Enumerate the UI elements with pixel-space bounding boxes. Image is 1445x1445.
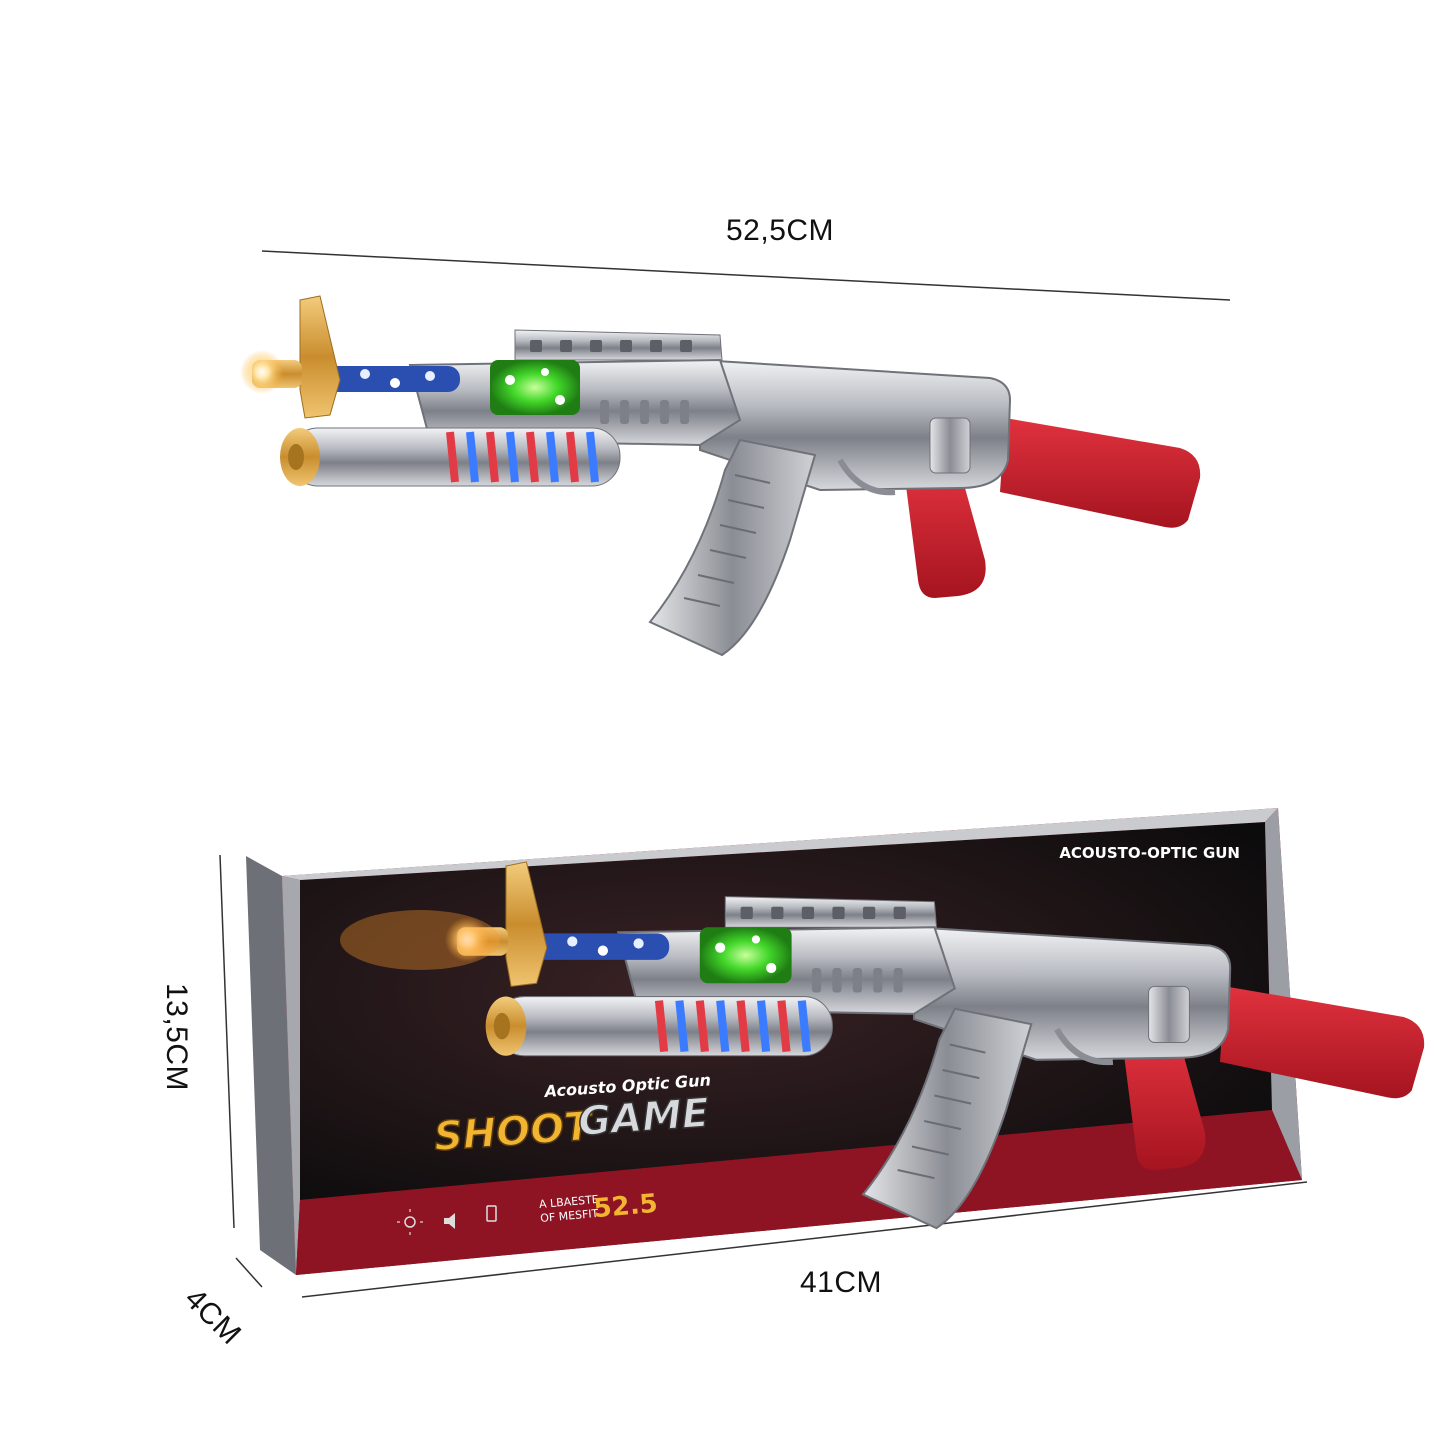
dimension-line-box-length <box>301 1181 1308 1298</box>
box-corner-title: ACOUSTO-OPTIC GUN <box>1059 844 1240 862</box>
dimension-line-box-height <box>219 854 235 1229</box>
box-tagline-2: OF MESFIT <box>540 1207 599 1225</box>
box-game-word-2: GAME <box>577 1090 711 1145</box>
box-size-badge: 52.5 <box>592 1189 659 1224</box>
dimension-label-gun-length: 52,5CM <box>726 214 835 247</box>
box-tagline-1: A LBAESTE <box>539 1193 600 1211</box>
toy-rifle-product <box>240 296 1200 655</box>
light-icon <box>397 1209 423 1235</box>
battery-icon <box>486 1205 497 1222</box>
sound-icon <box>444 1213 455 1229</box>
dimension-line-gun-length <box>261 250 1231 301</box>
dimension-label-box-length: 41CM <box>800 1266 883 1299</box>
box-game-word-1: SHOOT <box>433 1103 596 1160</box>
product-box <box>246 808 1424 1275</box>
dimension-line-box-depth <box>235 1257 263 1288</box>
